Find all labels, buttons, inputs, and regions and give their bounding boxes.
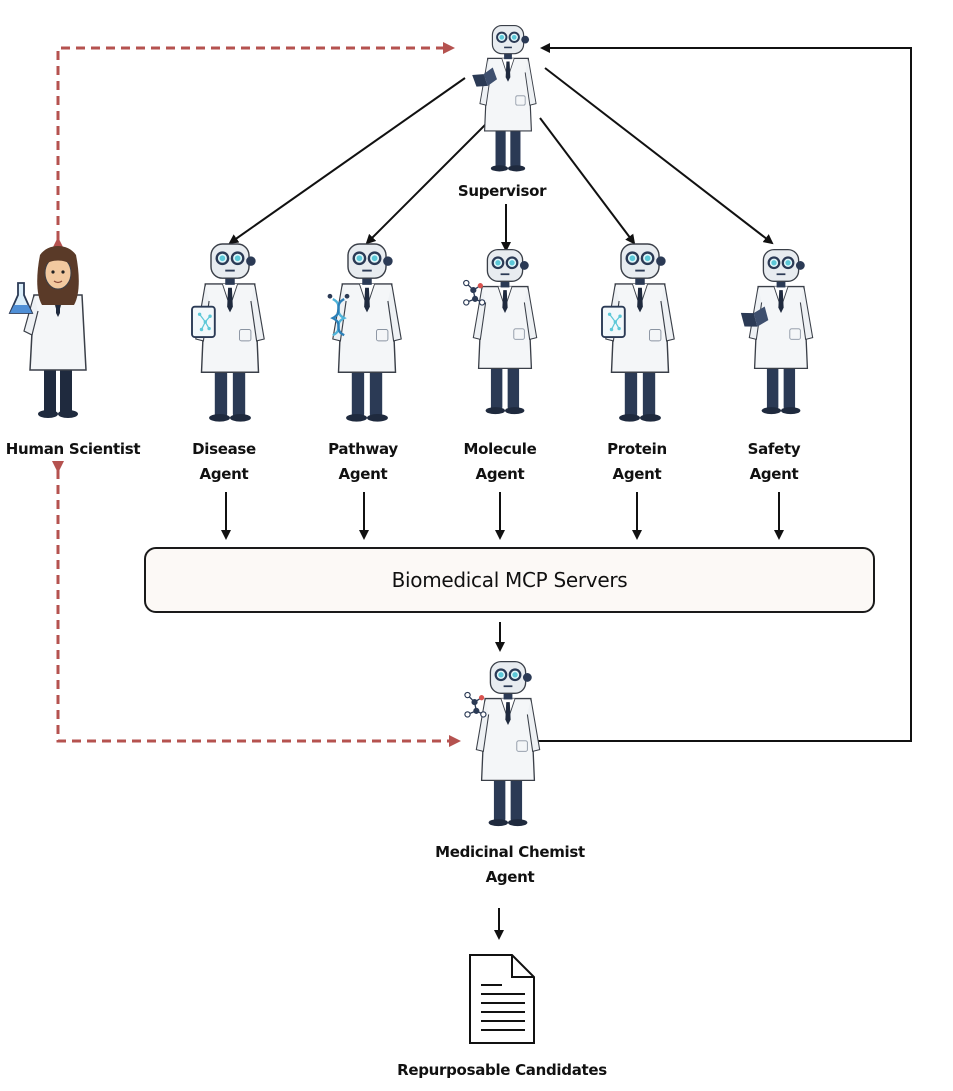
pathway-agent-robot-icon [326,242,403,423]
pathway-agent-label: Pathway Agent [328,437,398,487]
agent-label-line2: Agent [338,465,388,483]
agent-label-line2: Agent [749,465,799,483]
human-supervisor-dashed-link [52,42,455,249]
agent-label-line1: Safety [747,440,801,458]
biomedical-mcp-servers-box: Biomedical MCP Servers [144,547,875,613]
supervisor-robot-icon [472,24,538,173]
human-scientist-label: Human Scientist [6,437,141,462]
agent-label-line2: Agent [199,465,249,483]
arrow-to-disease-agent [228,77,466,245]
disease-agent-label: Disease Agent [192,437,256,487]
medicinal-chemist-robot-icon [464,660,541,828]
agent-to-mcp-arrows [221,492,784,540]
human-chemist-dashed-link [52,461,461,747]
repurposable-candidates-label: Repurposable Candidates [397,1058,607,1083]
protein-agent-label: Protein Agent [607,437,667,487]
safety-agent-robot-icon [740,248,814,416]
medicinal-chemist-label: Medicinal Chemist Agent [435,840,585,890]
agent-label-line1: Protein [607,440,667,458]
chemist-label-line2: Agent [485,868,535,886]
human-scientist-label-text: Human Scientist [5,440,141,458]
agent-label-line1: Disease [192,440,256,458]
arrow-to-protein-agent [539,117,636,245]
agent-label-line1: Molecule [463,440,537,458]
agent-label-line2: Agent [475,465,525,483]
protein-agent-robot-icon [601,242,676,423]
output-label-text: Repurposable Candidates [397,1061,607,1079]
mcp-label: Biomedical MCP Servers [391,568,628,592]
chemist-label-line1: Medicinal Chemist [435,843,585,861]
supervisor-label-text: Supervisor [457,182,547,200]
safety-agent-label: Safety Agent [748,437,801,487]
arrow-to-safety-agent [544,67,774,245]
disease-agent-robot-icon [191,242,266,423]
document-icon [469,954,535,1044]
human-scientist-icon [8,246,87,418]
agent-label-line1: Pathway [328,440,398,458]
molecule-agent-robot-icon [462,248,538,416]
molecule-agent-label: Molecule Agent [463,437,536,487]
supervisor-label: Supervisor [457,179,547,204]
feedback-arrow-chemist-to-supervisor [537,43,912,742]
agent-label-line2: Agent [612,465,662,483]
